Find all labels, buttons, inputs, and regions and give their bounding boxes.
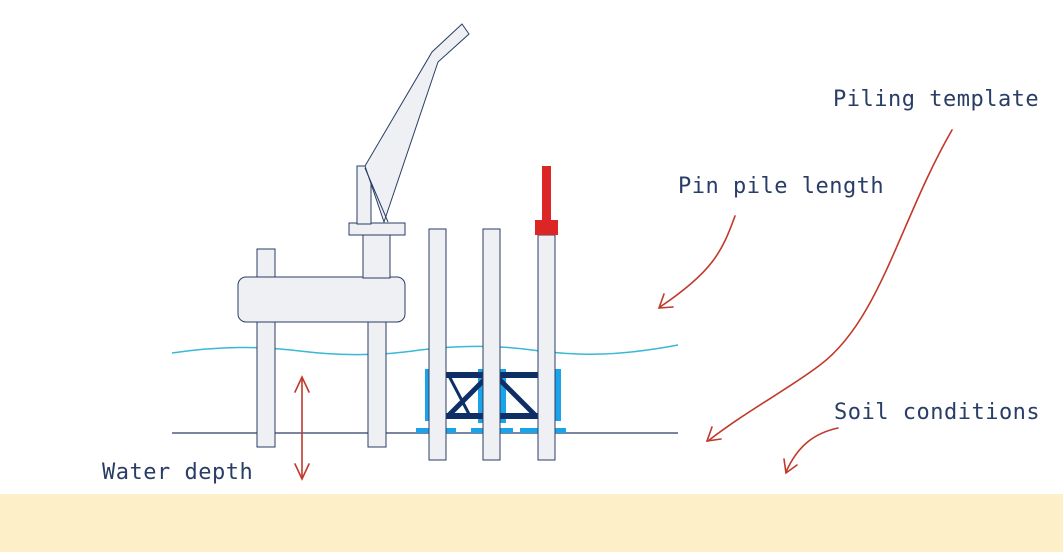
mudmat-center-2 [520, 428, 538, 433]
pin-pile-3 [537, 234, 556, 461]
piling-template-arrowhead [705, 426, 722, 442]
soil-conditions-arrow [785, 427, 839, 473]
crane-pedestal [362, 232, 391, 279]
template-sleeve-right [551, 369, 561, 421]
pile-hammer [535, 166, 558, 235]
hammer-head [535, 220, 558, 235]
label-piling-template: Piling template [833, 87, 1039, 112]
vessel-hull [237, 276, 406, 323]
crane-base [348, 222, 406, 236]
soil-band [0, 494, 1063, 552]
label-pin-pile-length: Pin pile length [678, 174, 884, 199]
pin-pile-length-arrowhead [657, 293, 674, 309]
label-soil-conditions: Soil conditions [834, 400, 1040, 425]
crane-boom [364, 23, 470, 224]
annotation-arrows [657, 129, 953, 475]
label-water-depth: Water depth [102, 460, 253, 485]
template-brace-3 [446, 373, 472, 417]
template-brace-2 [492, 372, 538, 418]
pin-pile-1 [428, 228, 447, 461]
crane-mast [356, 165, 372, 225]
crane-stay [364, 167, 389, 223]
soil-conditions-arrowhead [783, 458, 798, 475]
jackup-vessel [237, 23, 470, 448]
hammer-shaft [542, 166, 551, 221]
pin-pile-2 [482, 228, 501, 461]
pin-pile-length-arrow [659, 215, 736, 308]
sea-surface-line [171, 344, 679, 356]
pin-piles [428, 228, 556, 461]
water-depth-arrow [294, 375, 310, 481]
piling-template-arrow [707, 129, 953, 442]
